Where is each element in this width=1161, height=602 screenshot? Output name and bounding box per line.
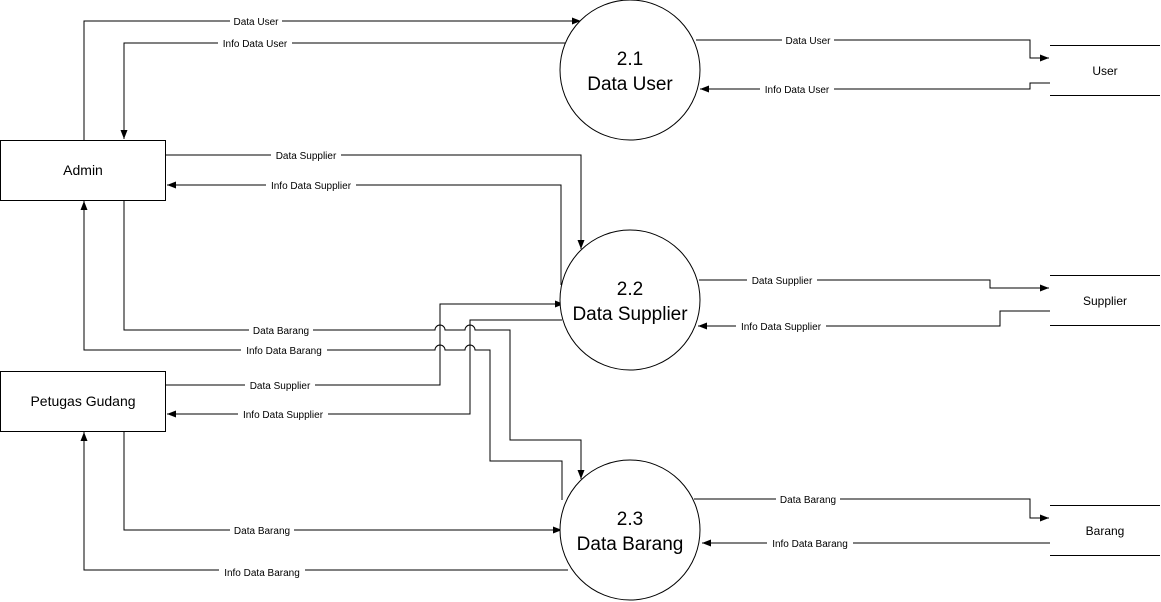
- flow-store-data-user: [696, 39, 1049, 62]
- flow-label: Info Data Barang: [246, 346, 322, 357]
- process-2-2: 2.2 Data Supplier: [559, 229, 701, 371]
- flow-admin-data-supplier: [166, 154, 585, 249]
- flow-label: Data Barang: [253, 326, 309, 337]
- entity-label: Admin: [63, 162, 103, 178]
- flow-label: Info Data User: [765, 85, 830, 96]
- flow-label: Info Data Barang: [224, 568, 300, 579]
- flow-label: Info Data Supplier: [741, 322, 822, 333]
- process-number: 2.1: [617, 49, 643, 70]
- store-label: Supplier: [1083, 294, 1127, 308]
- flow-label: Data Barang: [780, 495, 836, 506]
- flow-label: Info Data Supplier: [271, 181, 352, 192]
- flow-admin-info-barang: [80, 201, 563, 500]
- store-label: Barang: [1086, 524, 1125, 538]
- store-user: User: [1050, 45, 1160, 96]
- flow-petugas-data-barang: [123, 432, 562, 534]
- entity-petugas-gudang: Petugas Gudang: [0, 371, 166, 432]
- process-2-1: 2.1 Data User: [559, 0, 701, 141]
- flow-petugas-info-barang: [80, 432, 568, 571]
- process-name: Data Supplier: [572, 304, 688, 325]
- flow-store-info-user: [700, 82, 1050, 93]
- flow-admin-info-supplier: [167, 181, 562, 285]
- flow-label: Data User: [233, 17, 279, 28]
- flow-admin-data-barang: [123, 201, 585, 479]
- flow-petugas-info-supplier: [167, 319, 562, 418]
- flow-store-info-supplier: [698, 310, 1050, 330]
- process-name: Data Barang: [577, 534, 684, 555]
- flow-admin-data-user: [83, 17, 581, 140]
- flow-admin-info-user: [120, 42, 565, 139]
- flow-label: Data Supplier: [250, 381, 311, 392]
- flow-label: Data Barang: [234, 526, 290, 537]
- store-label: User: [1092, 64, 1117, 78]
- entity-label: Petugas Gudang: [30, 393, 135, 409]
- store-barang: Barang: [1050, 505, 1160, 556]
- process-number: 2.3: [617, 509, 643, 530]
- flow-store-data-barang: [694, 498, 1049, 522]
- entity-admin: Admin: [0, 140, 166, 201]
- flow-label: Data Supplier: [752, 276, 813, 287]
- process-number: 2.2: [617, 279, 643, 300]
- flow-label: Info Data Supplier: [243, 410, 324, 421]
- store-supplier: Supplier: [1050, 275, 1160, 326]
- flow-petugas-data-supplier: [166, 300, 564, 386]
- flow-label: Data Supplier: [276, 151, 337, 162]
- flow-store-data-supplier: [699, 279, 1049, 292]
- flow-label: Info Data Barang: [772, 539, 848, 550]
- process-name: Data User: [587, 74, 673, 95]
- flow-labels: Data User Info Data User Data User Info …: [223, 17, 848, 579]
- flow-label-backgrounds: [218, 15, 853, 578]
- flow-label: Data User: [785, 36, 831, 47]
- process-2-3: 2.3 Data Barang: [559, 459, 701, 601]
- flow-label: Info Data User: [223, 39, 288, 50]
